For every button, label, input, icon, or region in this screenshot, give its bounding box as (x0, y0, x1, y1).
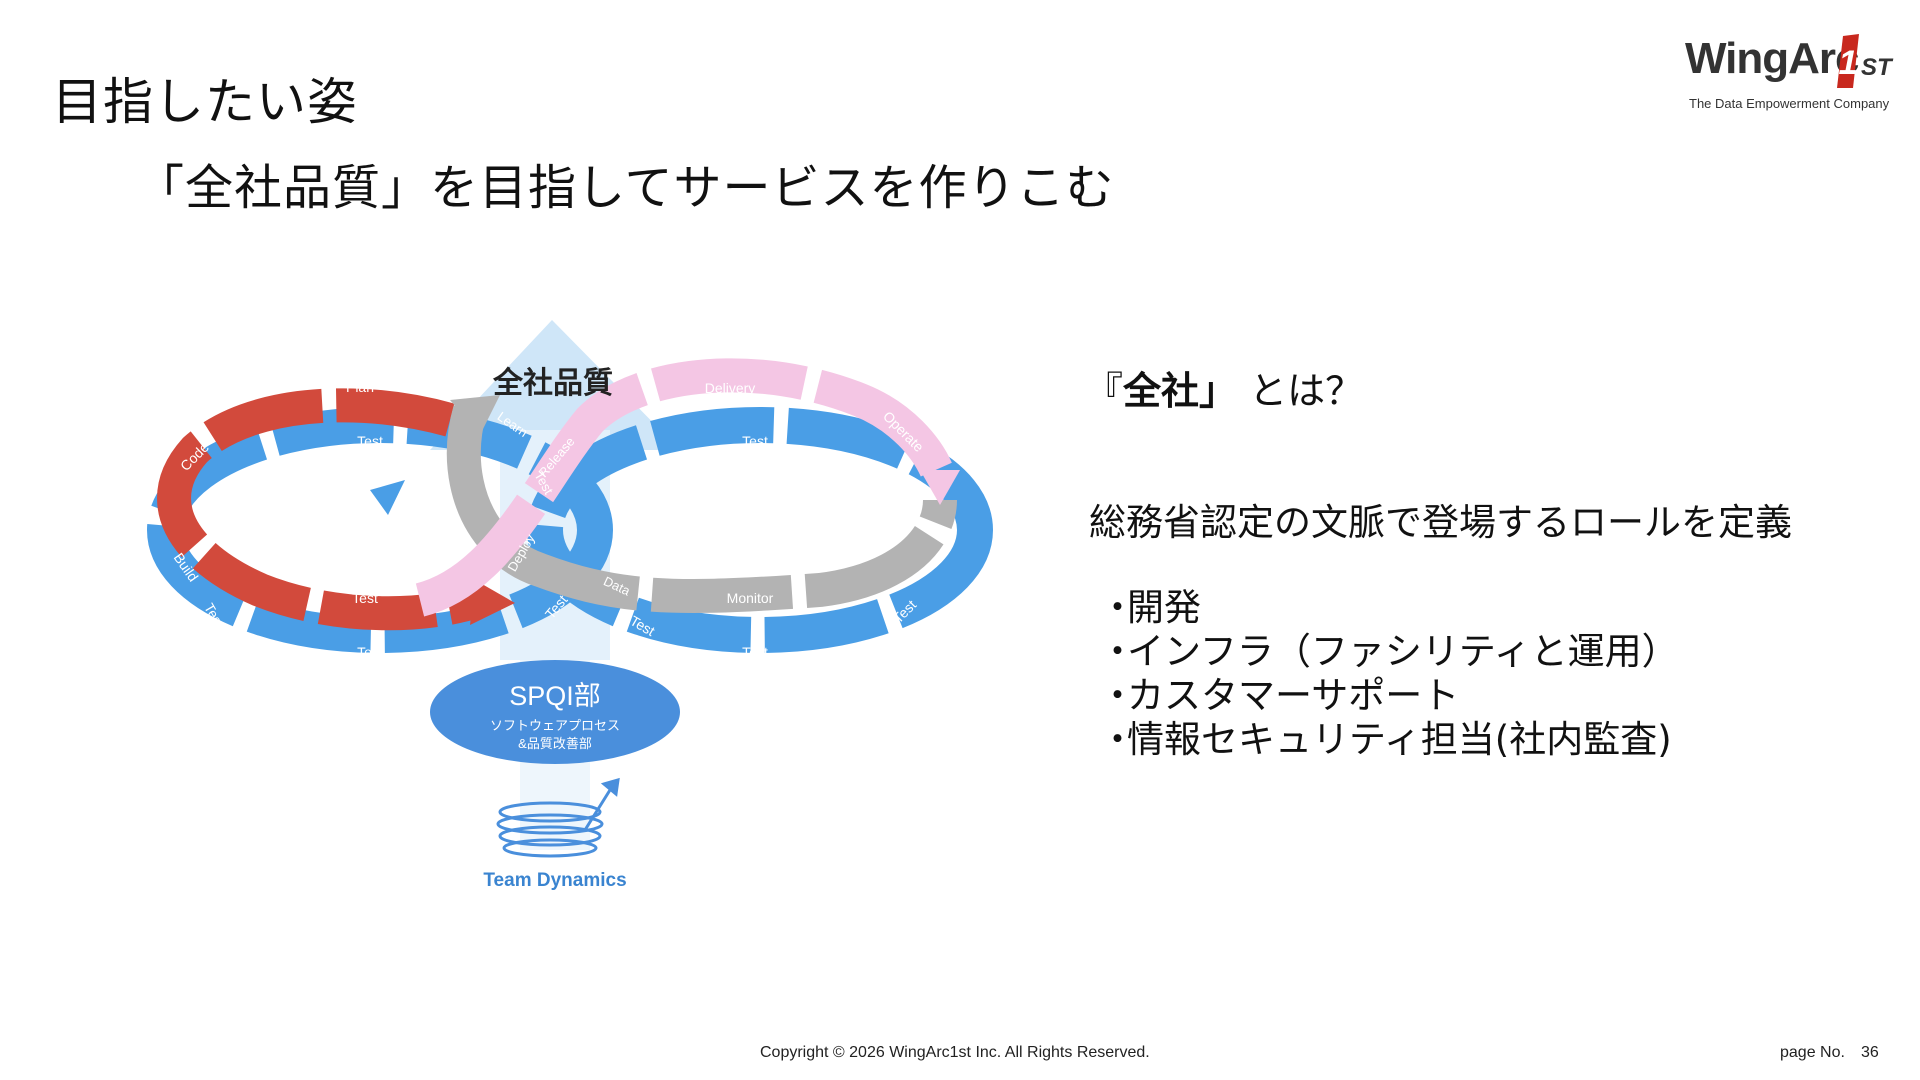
footer-copyright: Copyright © 2026 WingArc1st Inc. All Rig… (760, 1044, 1150, 1061)
heading-rest: とは？ (1249, 369, 1364, 413)
role-dev: 開発 (1127, 586, 1201, 629)
role-security: 情報セキュリティ担当(社内監査) (1127, 718, 1672, 761)
red-arrow-head (470, 580, 515, 625)
label-right-inner-top: Test (742, 433, 768, 449)
bullet: ・ (1099, 630, 1136, 673)
logo-suffix: ST (1861, 54, 1892, 81)
company-logo: WingArc 1 ST The Data Empowerment Compan… (1685, 34, 1895, 114)
diagram-top-label: 全社品質 (492, 366, 613, 400)
label-right-inner-bottom: Test (742, 644, 768, 660)
footer-page: page No. 36 (1780, 1044, 1879, 1062)
bullet: ・ (1099, 674, 1136, 717)
pink-arrow-head (920, 470, 960, 505)
spqi-sub1: ソフトウェアプロセス (490, 718, 620, 733)
label-plan: Plan (346, 379, 374, 395)
slide-subtitle: 「全社品質」を目指してサービスを作りこむ (136, 160, 1115, 216)
zensha-heading: 『全社」 とは？ (1085, 360, 1363, 415)
logo-badge-icon: 1 (1837, 34, 1859, 88)
logo-wordmark: WingArc (1685, 34, 1859, 83)
team-spiral-icon (496, 777, 620, 858)
list-item: ・インフラ（ファシリティと運用） (1099, 630, 1679, 674)
list-item: ・カスタマーサポート (1099, 674, 1679, 718)
page-number: 36 (1860, 1044, 1879, 1061)
label-delivery: Delivery (705, 380, 756, 396)
list-item: ・開発 (1099, 586, 1679, 630)
heading-strong: 全社」 (1123, 369, 1238, 413)
heading-open-bracket: 『 (1085, 369, 1124, 413)
page-label: page No. (1780, 1044, 1845, 1061)
gray-crossover-path (446, 405, 957, 613)
label-monitor: Monitor (727, 590, 774, 606)
bullet: ・ (1099, 586, 1136, 629)
slide-title: 目指したい姿 (52, 73, 358, 131)
logo-tagline: The Data Empowerment Company (1689, 96, 1890, 111)
spqi-title: SPQI部 (509, 681, 601, 711)
team-dynamics-label: Team Dynamics (483, 870, 626, 891)
list-item: ・情報セキュリティ担当(社内監査) (1099, 718, 1679, 762)
spqi-team-ellipse (430, 660, 680, 764)
gray-arrow-head (450, 395, 500, 435)
role-infra: インフラ（ファシリティと運用） (1127, 630, 1679, 673)
left-outer-ring-red (157, 388, 486, 631)
role-support: カスタマーサポート (1127, 674, 1460, 717)
right-inner-ring (527, 407, 993, 653)
role-list: ・開発 ・インフラ（ファシリティと運用） ・カスタマーサポート ・情報セキュリテ… (1099, 586, 1679, 762)
pink-crossover-path (415, 358, 957, 617)
role-definition: 総務省認定の文脈で登場するロールを定義 (1089, 501, 1792, 544)
blue-inner-arrow (370, 480, 405, 515)
bullet: ・ (1099, 718, 1136, 761)
logo-badge-text: 1 (1839, 44, 1858, 82)
spqi-sub2: &品質改善部 (518, 736, 592, 751)
label-test-red: Test (352, 590, 378, 606)
devops-infinity-diagram: 全社品質 Plan Code Build Test Test Test Test… (147, 320, 993, 891)
label-left-inner-side: Test (202, 507, 229, 537)
label-left-inner-top: Test (357, 433, 383, 449)
label-left-inner-bottom: Test (357, 644, 383, 660)
